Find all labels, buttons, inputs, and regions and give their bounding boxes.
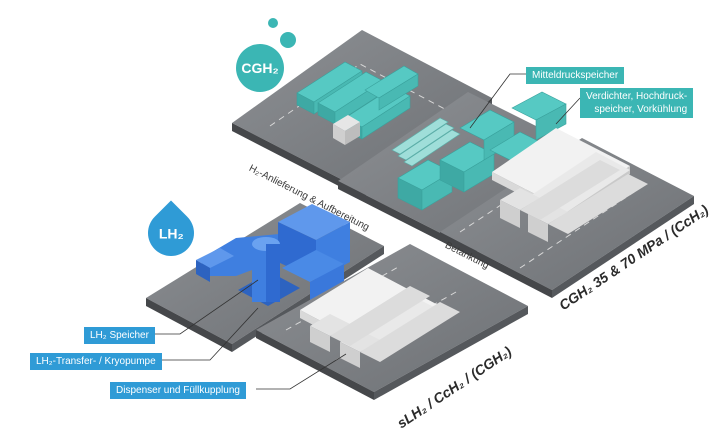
- label-mitteldruckspeicher: Mitteldruckspeicher: [526, 67, 625, 84]
- label-dispenser: Dispenser und Füllkupplung: [110, 382, 246, 399]
- label-verdichter-line2: speicher, Vorkühlung: [594, 104, 688, 115]
- platform-cgh2-fueling: [440, 128, 694, 298]
- cgh2-small-bubble-2: [268, 18, 278, 28]
- lh2-vertical-tank: [238, 237, 300, 306]
- truck-cab: [333, 115, 360, 145]
- lh2-droplet-label: LH₂: [158, 224, 184, 241]
- compressor-containers: [397, 91, 567, 211]
- lh2-trucks: [310, 286, 460, 368]
- cgh2-bubble: CGH₂: [236, 44, 284, 92]
- label-lh2-speicher: LH₂ Speicher: [84, 327, 155, 344]
- label-verdichter-line1: Verdichter, Hochdruck-: [586, 91, 688, 102]
- storage-pipes: [391, 117, 461, 167]
- cgh2-trucks: [500, 160, 648, 242]
- leader-lines: [150, 73, 581, 390]
- cgh2-bubble-label: CGH₂: [241, 60, 279, 76]
- platform-lh2-fueling: [256, 244, 528, 400]
- label-kryopumpe: LH₂-Transfer- / Kryopumpe: [30, 353, 162, 370]
- tube-trailers: [296, 61, 419, 140]
- label-verdichter: Verdichter, Hochdruck- speicher, Vorkühl…: [580, 88, 694, 118]
- cgh2-small-bubble-1: [280, 32, 296, 48]
